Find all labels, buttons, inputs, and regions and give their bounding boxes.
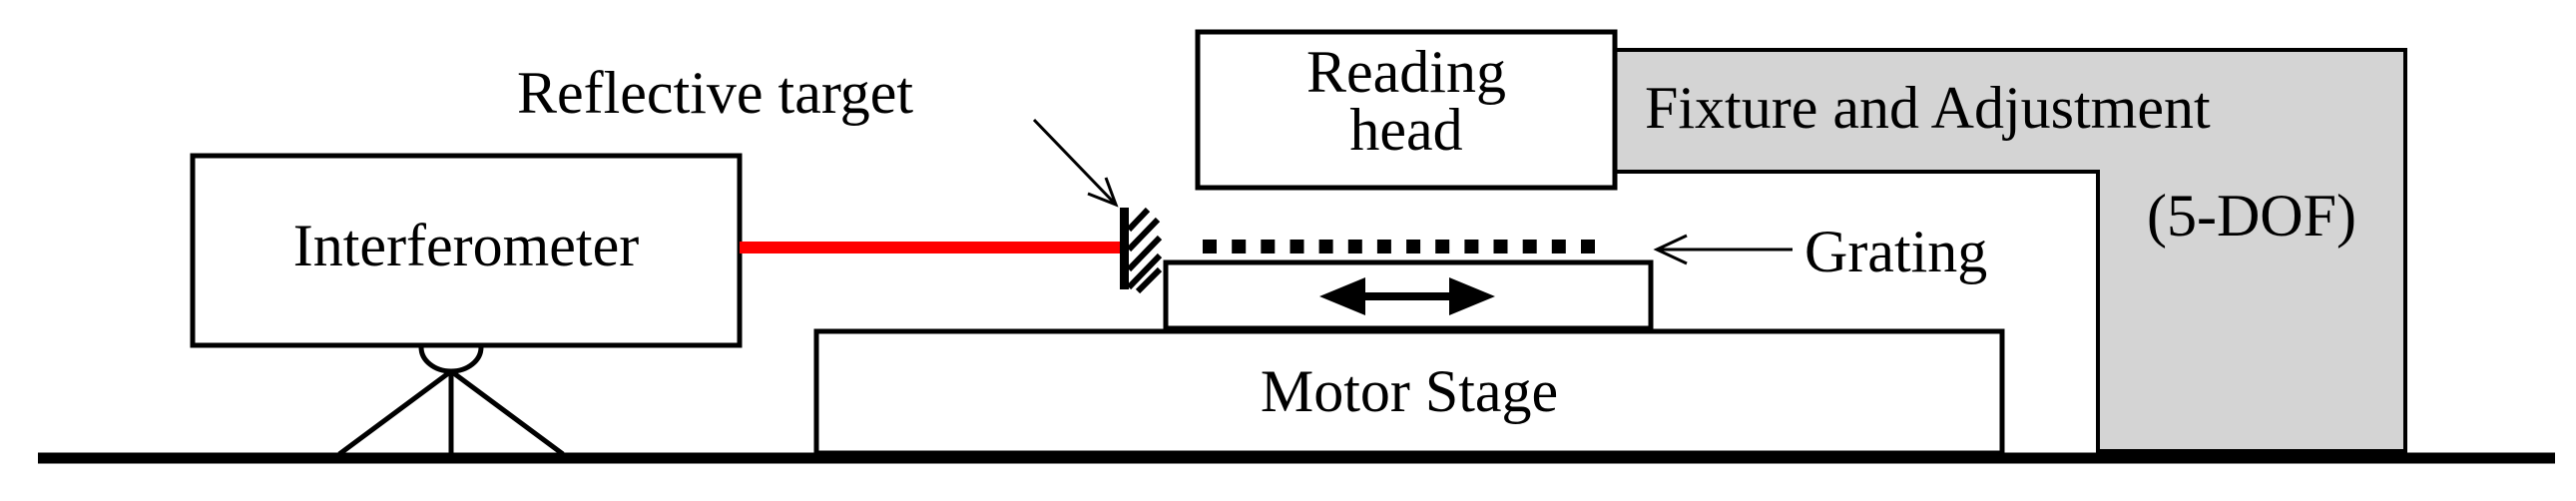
tripod-leg-right [449, 368, 565, 457]
grating-dashes [1203, 240, 1595, 253]
tripod-head [418, 346, 484, 374]
grating-line [1522, 240, 1537, 253]
tripod-leg-left [337, 368, 453, 457]
grating-line [1232, 240, 1247, 253]
grating-line [1493, 240, 1508, 253]
grating-line [1406, 240, 1421, 253]
grating-line [1376, 240, 1391, 253]
grating-line [1289, 240, 1304, 253]
grating-line [1347, 240, 1362, 253]
grating-line [1551, 240, 1566, 253]
grating-line [1261, 240, 1276, 253]
grating-line [1581, 240, 1595, 253]
motor-stage-box [813, 328, 2005, 456]
reflective-target [1120, 207, 1163, 294]
grating-line [1318, 240, 1333, 253]
reading-head-label-line2: head [1349, 97, 1462, 163]
fixture-label-line1: Fixture and Adjustment [1645, 75, 2211, 141]
reading-head-label-line1: Reading [1306, 39, 1506, 105]
grating-label: Grating [1804, 219, 1987, 284]
grating-line [1464, 240, 1479, 253]
interferometer-box [190, 153, 743, 348]
tripod [337, 346, 565, 457]
reflective-target-pointer [1032, 118, 1119, 208]
motor-stage-label: Motor Stage [1261, 358, 1558, 424]
grating-line [1203, 240, 1217, 253]
grating-line [1435, 240, 1450, 253]
interferometer-label: Interferometer [293, 213, 639, 278]
fixture-label-line2: (5-DOF) [2147, 183, 2356, 249]
reading-head-box [1195, 29, 1618, 191]
reflective-target-label: Reflective target [517, 60, 913, 126]
motion-double-arrow [1319, 277, 1495, 315]
grating-pointer [1653, 234, 1793, 265]
